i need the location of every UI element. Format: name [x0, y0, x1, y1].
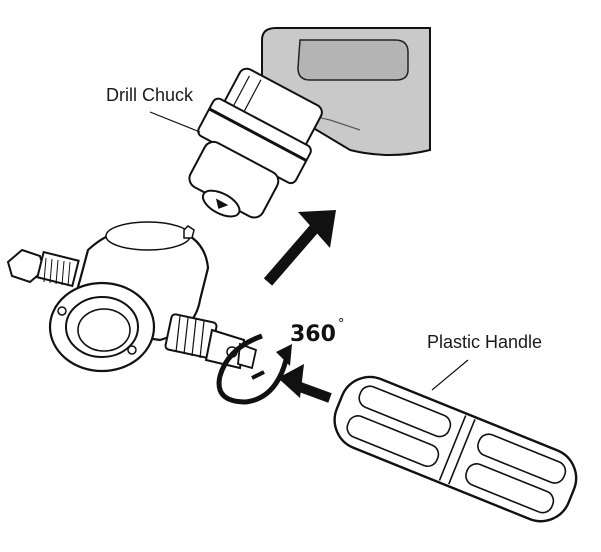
angle-attachment	[6, 221, 258, 373]
plastic-handle-leader	[431, 359, 469, 391]
rotation-indicator	[216, 333, 292, 405]
plastic-handle-label: Plastic Handle	[427, 332, 543, 352]
input-shaft	[6, 248, 80, 288]
handle-insert-arrow	[278, 364, 332, 403]
degree-symbol: °	[338, 317, 345, 332]
drill-chuck-label: Drill Chuck	[106, 85, 194, 105]
output-shaft	[164, 313, 258, 370]
drill-chuck	[188, 67, 323, 219]
plastic-handle	[333, 375, 578, 523]
rotation-value-label: 360	[290, 322, 336, 347]
drill-chuck-leader	[149, 111, 201, 133]
insert-arrow	[263, 210, 336, 286]
